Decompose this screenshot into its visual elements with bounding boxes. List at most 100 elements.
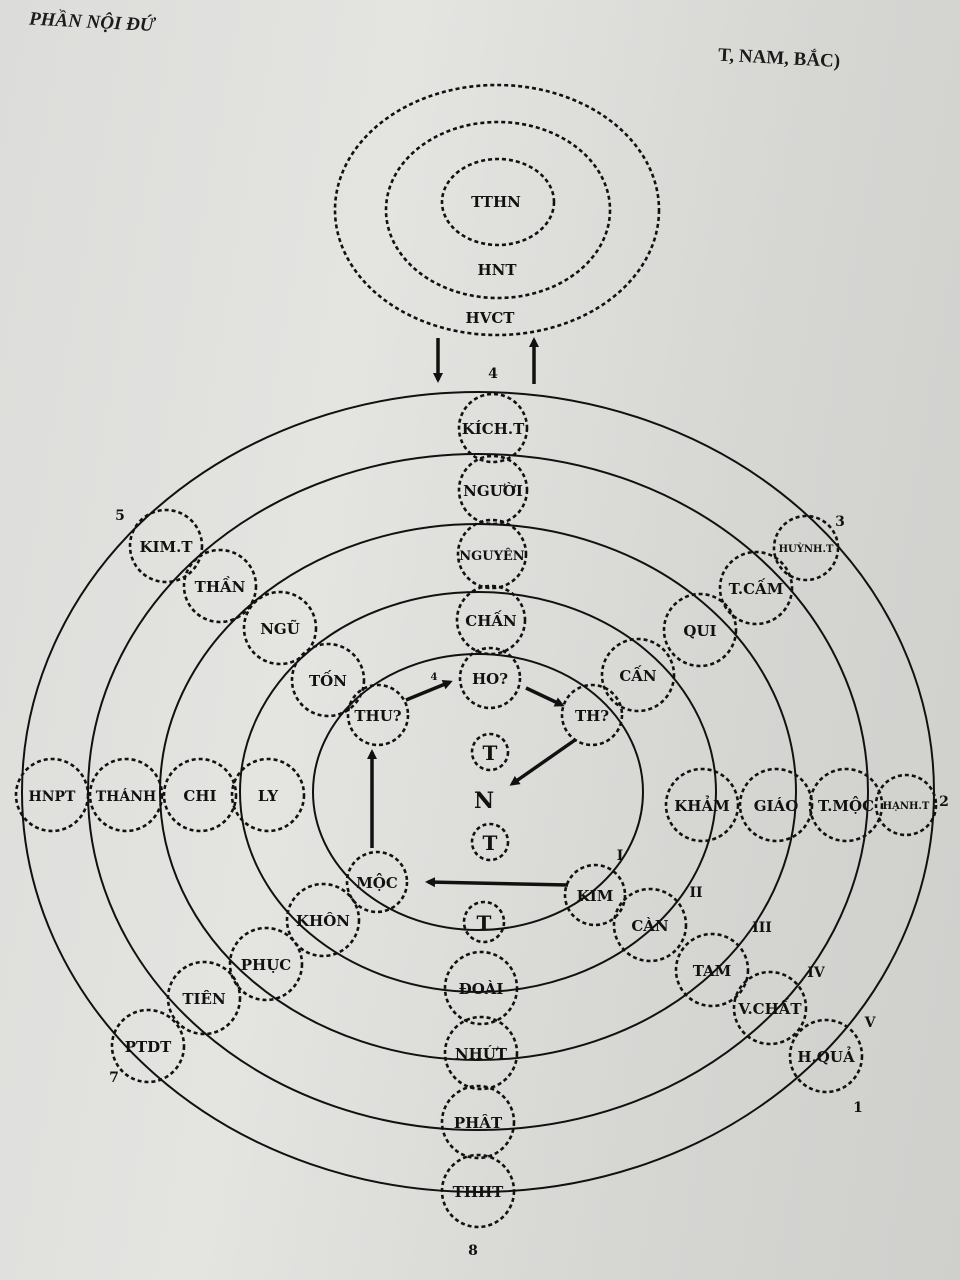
node-khon: KHÔN [285, 882, 361, 958]
node-circle [462, 900, 506, 944]
node-label: TH? [575, 707, 609, 725]
node-hqua: H.QUẢ [788, 1018, 864, 1094]
node-circle [456, 518, 528, 590]
node-circle [664, 767, 740, 843]
node-circle [230, 757, 306, 833]
node-label: MỘC [356, 873, 398, 892]
arrow-thu-to-ho [405, 680, 453, 702]
node-chan: CHẤN [455, 584, 527, 656]
node-ngu: NGŨ [242, 590, 318, 666]
node-nhut: NHỨT [443, 1015, 519, 1091]
node-kimt: KIM.T [128, 508, 204, 584]
middle-dashed-ring [384, 120, 612, 300]
top-circles: TTHN HNT HVCT [333, 83, 661, 337]
flow-arrows [367, 680, 577, 888]
center-t-top: T [470, 732, 510, 772]
node-label: KHÔN [296, 912, 350, 930]
node-tien: TIÊN [166, 960, 242, 1036]
node-circle [110, 1008, 186, 1084]
node-circle [457, 454, 529, 526]
node-label: T [483, 831, 498, 855]
node-moc: MỘC [345, 850, 409, 914]
node-label: KHẢM [674, 795, 729, 815]
node-label: THHT [453, 1183, 505, 1201]
node-circle [455, 584, 527, 656]
node-circle [612, 887, 688, 963]
roman-numeral: I [617, 848, 624, 864]
node-circle [560, 683, 624, 747]
node-ptdt: PTDT [110, 1008, 186, 1084]
node-circle [443, 1015, 519, 1091]
node-tmoc: T.MỘC [808, 767, 884, 843]
node-label: THẦN [195, 576, 246, 596]
node-ton: TỐN [290, 642, 366, 718]
hnt-label: HNT [477, 261, 517, 279]
node-circle [808, 767, 884, 843]
ring-3 [159, 523, 797, 1061]
number-label: 4 [431, 672, 438, 683]
arrow-th-to-center [509, 738, 577, 786]
node-label: CHẤN [465, 610, 517, 630]
node-circle [128, 508, 204, 584]
ring-2 [239, 591, 717, 993]
node-huynht: HUỲNH.T [772, 514, 840, 582]
node-label: KIM [577, 887, 614, 905]
arrow-ho-to-th [525, 686, 565, 707]
node-circle [162, 757, 238, 833]
node-circle [88, 757, 164, 833]
number-label: 5 [115, 508, 125, 524]
node-label: LY [258, 787, 279, 805]
node-tam: TAM [674, 932, 750, 1008]
node-label: NHỨT [455, 1045, 508, 1063]
node-circle [674, 932, 750, 1008]
node-circle [600, 637, 676, 713]
node-label: QUI [683, 622, 716, 640]
node-circle [718, 550, 794, 626]
center-t-mid: T [470, 822, 510, 862]
node-label: T.CẤM [729, 578, 784, 598]
node-label: CÀN [631, 917, 669, 935]
node-label: HUỲNH.T [779, 543, 834, 555]
node-circle [788, 1018, 864, 1094]
node-label: TIÊN [182, 990, 226, 1008]
node-phuc: PHỤC [228, 926, 304, 1002]
node-label: PTDT [125, 1038, 172, 1056]
node-label: CẤN [619, 665, 657, 685]
node-thanh: THÁNH [88, 757, 164, 833]
node-label: THÁNH [96, 787, 157, 805]
node-circle [182, 548, 258, 624]
node-label: T.MỘC [818, 796, 874, 815]
roman-numeral: III [752, 920, 772, 936]
roman-numeral: II [689, 885, 702, 901]
hvct-label: HVCT [466, 309, 516, 327]
node-circle [732, 970, 808, 1046]
roman-numeral: IV [807, 965, 826, 981]
node-label: PHỤC [241, 956, 292, 974]
node-hnpt: HNPT [14, 757, 90, 833]
node-label: NGƯỜI [463, 482, 523, 500]
ring-inner [312, 653, 644, 931]
node-label: HO? [472, 670, 508, 688]
node-label: TAM [693, 962, 732, 980]
node-kham: KHẢM [664, 767, 740, 843]
node-doai: ĐOÀI [443, 950, 519, 1026]
node-label: V.CHẤT [737, 998, 802, 1018]
number-label: 4 [488, 366, 498, 382]
node-qui: QUI [662, 592, 738, 668]
node-kicht: KÍCH.T [457, 392, 529, 464]
node-label: NGUYÊN [459, 548, 525, 564]
node-label: THU? [354, 707, 401, 725]
node-label: TỐN [309, 670, 347, 690]
node-label: ĐOÀI [459, 980, 504, 998]
node-label: PHẬT [454, 1114, 503, 1132]
node-thht: THHT [440, 1153, 516, 1229]
node-th: TH? [560, 683, 624, 747]
node-phat: PHẬT [440, 1084, 516, 1160]
node-than: THẦN [182, 548, 258, 624]
number-label: 8 [468, 1243, 478, 1259]
node-cam: CẤN [600, 637, 676, 713]
arrow-kim-to-moc [425, 877, 569, 888]
ring-4 [87, 453, 869, 1131]
